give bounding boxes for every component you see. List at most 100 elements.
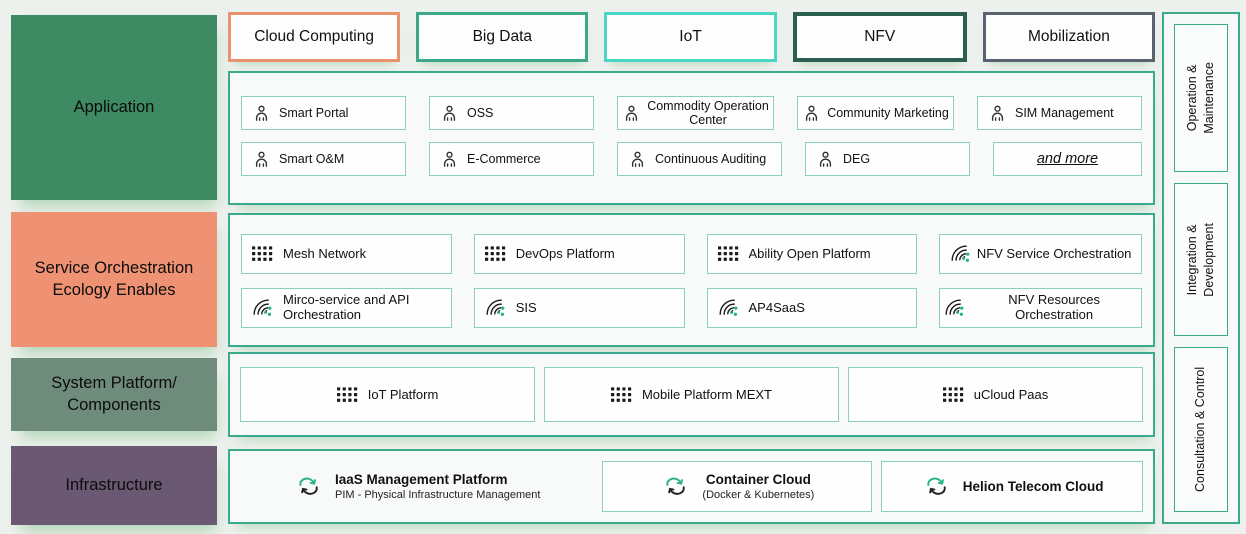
svc-item-nfv-resources-orchestration: NFV Resources Orchestration [939,288,1142,328]
grid-icon [718,246,739,262]
right-section-integration-development: Integration & Development [1174,183,1228,336]
app-item-label: Commodity Operation Center [647,98,769,127]
app-item-label: Continuous Auditing [655,151,767,166]
infra-item-helion-telecom-cloud: Helion Telecom Cloud [881,461,1143,512]
svc-item-nfv-service-orchestration: NFV Service Orchestration [939,234,1142,274]
layer-label-infrastructure: Infrastructure [11,446,217,525]
person-icon [440,150,459,169]
svc-item-ap4saas: AP4SaaS [706,288,918,328]
category-box-iot: IoT [604,12,777,62]
app-item-oss: OSS [429,96,594,130]
category-label: IoT [679,28,702,45]
right-section-consultation-control: Consultation & Control [1174,347,1228,512]
infra-item-title: Helion Telecom Cloud [962,478,1104,494]
right-section-label: Integration & Development [1185,222,1216,297]
right-section-operation-maintenance: Operation & Maintenance [1174,24,1228,172]
layer-label-system-platform: System Platform/ Components [11,358,217,431]
app-item-label: OSS [467,105,494,120]
grid-icon [485,246,506,262]
svc-item-label: NFV Service Orchestration [976,245,1132,261]
orchestration-icon [950,244,971,265]
orchestration-icon [718,298,739,319]
app-item-community-marketing: Community Marketing [797,96,954,130]
sys-item-mobile-platform-mext: Mobile Platform MEXT [544,367,839,422]
orchestration-icon [485,298,506,319]
person-icon [816,150,835,169]
cloud-sync-icon [293,474,324,499]
orchestration-icon [944,298,965,319]
grid-icon [943,387,964,403]
app-item-label: E-Commerce [467,151,541,166]
app-item-and-more: and more [993,142,1142,176]
category-label: NFV [864,28,896,45]
system-platform-panel: IoT Platform Mobile Platform MEXT uCloud… [228,352,1155,437]
layer-label-text: Service Orchestration Ecology Enables [34,259,194,299]
layer-label-text: Infrastructure [65,475,163,494]
svc-item-label: AP4SaaS [748,299,805,315]
layer-label-text: Application [73,97,155,116]
app-item-continuous-auditing: Continuous Auditing [617,142,782,176]
category-label: Cloud Computing [254,28,374,45]
svc-item-label: SIS [515,299,537,315]
svc-item-mesh-network: Mesh Network [241,234,452,274]
app-item-sim-management: SIM Management [977,96,1142,130]
cloud-sync-icon [921,474,952,499]
infra-item-subtitle: PIM - Physical Infrastructure Management [335,489,541,502]
infra-item-title: IaaS Management Platform [335,471,508,487]
person-icon [802,104,821,123]
grid-icon [252,246,273,262]
svc-item-label: Mirco-service and API Orchestration [283,292,410,322]
infra-item-subtitle: (Docker & Kubernetes) [702,489,815,502]
person-icon [252,104,271,123]
app-item-smart-portal: Smart Portal [241,96,406,130]
category-label: Mobilization [1027,28,1110,45]
svc-item-ability-open-platform: Ability Open Platform [706,234,918,274]
app-item-deg: DEG [805,142,970,176]
app-item-commodity-operation-center: Commodity Operation Center [617,96,774,130]
svc-item-devops-platform: DevOps Platform [473,234,685,274]
category-box-big-data: Big Data [416,12,589,62]
category-box-mobilization: Mobilization [982,12,1156,62]
person-icon [252,150,271,169]
cloud-sync-icon [660,474,691,499]
svc-item-label: DevOps Platform [515,245,615,261]
grid-icon [611,387,632,403]
app-item-label: Smart O&M [279,151,345,166]
app-item-label: DEG [843,151,871,166]
layer-label-text: System Platform/ Components [51,374,177,414]
app-item-label: and more [1036,150,1099,167]
sys-item-ucloud-paas: uCloud Paas [848,367,1143,422]
orchestration-icon [252,298,273,319]
svc-item-label: Mesh Network [283,245,367,261]
application-panel: Smart Portal OSS Commodity Operation Cen… [228,71,1155,205]
infra-item-container-cloud: Container Cloud (Docker & Kubernetes) [602,461,873,512]
person-icon [988,104,1007,123]
layer-label-service-orchestration: Service Orchestration Ecology Enables [11,212,217,347]
category-label: Big Data [472,28,533,45]
right-section-label: Operation & Maintenance [1185,62,1217,134]
person-icon [440,104,459,123]
person-icon [622,104,641,123]
infra-item-title: Container Cloud [705,471,811,487]
sys-item-iot-platform: IoT Platform [240,367,535,422]
category-box-nfv: NFV [792,12,967,62]
svc-item-sis: SIS [473,288,685,328]
sys-item-label: Mobile Platform MEXT [641,387,773,402]
sys-item-label: IoT Platform [367,387,439,402]
infrastructure-panel: IaaS Management Platform PIM - Physical … [228,449,1155,524]
category-box-cloud-computing: Cloud Computing [228,12,401,62]
sys-item-label: uCloud Paas [973,387,1049,402]
layer-label-application: Application [11,15,217,200]
svc-item-label: Ability Open Platform [748,245,871,261]
svc-item-label: NFV Resources Orchestration [1008,292,1100,322]
right-section-label: Consultation & Control [1193,366,1208,493]
svc-item-micro-service-api-orchestration: Mirco-service and API Orchestration [241,288,452,328]
app-item-label: SIM Management [1015,105,1114,120]
service-orchestration-panel: Mesh Network DevOps Platform Ability Ope… [228,213,1155,347]
app-item-label: Community Marketing [827,105,949,120]
app-item-e-commerce: E-Commerce [429,142,594,176]
app-item-label: Smart Portal [279,105,349,120]
infra-item-iaas-management: IaaS Management Platform PIM - Physical … [240,461,593,512]
person-icon [628,150,647,169]
